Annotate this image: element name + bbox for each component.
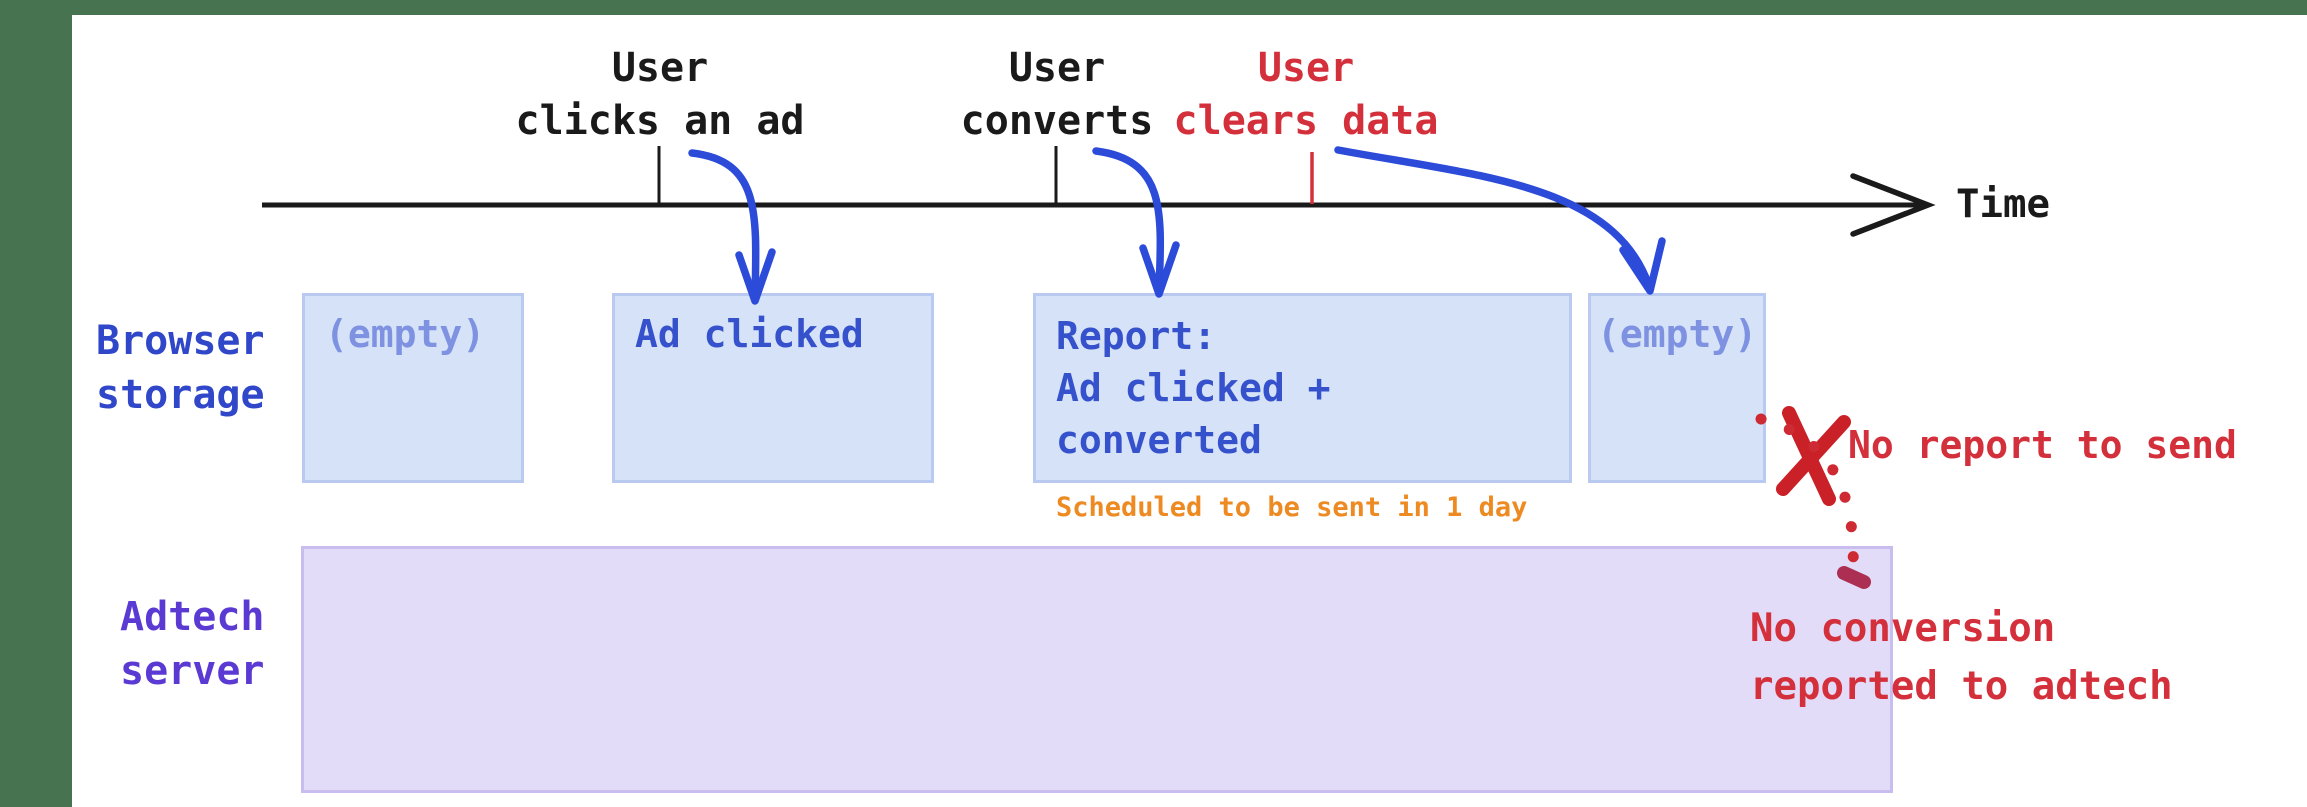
frame-top-bar: [0, 0, 2307, 15]
frame-left-bar: [0, 0, 72, 807]
timeline-arrowhead-icon: [1850, 173, 1936, 237]
red-x-icon: [1776, 406, 1851, 506]
storage-box-text: Ad clicked: [635, 312, 864, 356]
report-schedule-note: Scheduled to be sent in 1 day: [1056, 492, 1528, 523]
curved-arrow-click-icon: [688, 149, 760, 302]
curved-arrow-clear-head-icon: [1619, 237, 1666, 295]
adtech-server-box: [301, 546, 1893, 793]
report-body: Ad clicked + converted: [1056, 366, 1331, 462]
event-label-user-converts: User converts: [960, 45, 1154, 144]
row-label-adtech-server: Adtech server: [120, 594, 265, 694]
storage-box-text: (empty): [325, 312, 486, 356]
storage-box-text: (empty): [1597, 312, 1758, 356]
storage-box-report: Report: Ad clicked + converted Scheduled…: [1033, 293, 1572, 523]
event-label-user-clears-data: User clears data: [1173, 45, 1439, 144]
curved-arrows: [688, 146, 1666, 305]
curved-arrow-convert-icon: [1092, 147, 1165, 295]
event-label-user-clicks-ad: User clicks an ad: [515, 45, 805, 144]
storage-box-ad-clicked: Ad clicked: [612, 293, 934, 483]
curved-arrow-convert-head-icon: [1139, 241, 1180, 298]
row-label-browser-storage: Browser storage: [96, 318, 265, 418]
annotation-no-conversion: No conversion reported to adtech: [1750, 606, 2173, 709]
curved-arrow-clear-icon: [1334, 146, 1653, 290]
storage-box-empty-before-click: (empty): [302, 293, 524, 483]
storage-box-empty-after-clear: (empty): [1588, 293, 1766, 483]
annotation-no-report: No report to send: [1848, 423, 2237, 467]
timeline-axis-label: Time: [1956, 182, 2050, 227]
report-title: Report:: [1056, 314, 1217, 358]
